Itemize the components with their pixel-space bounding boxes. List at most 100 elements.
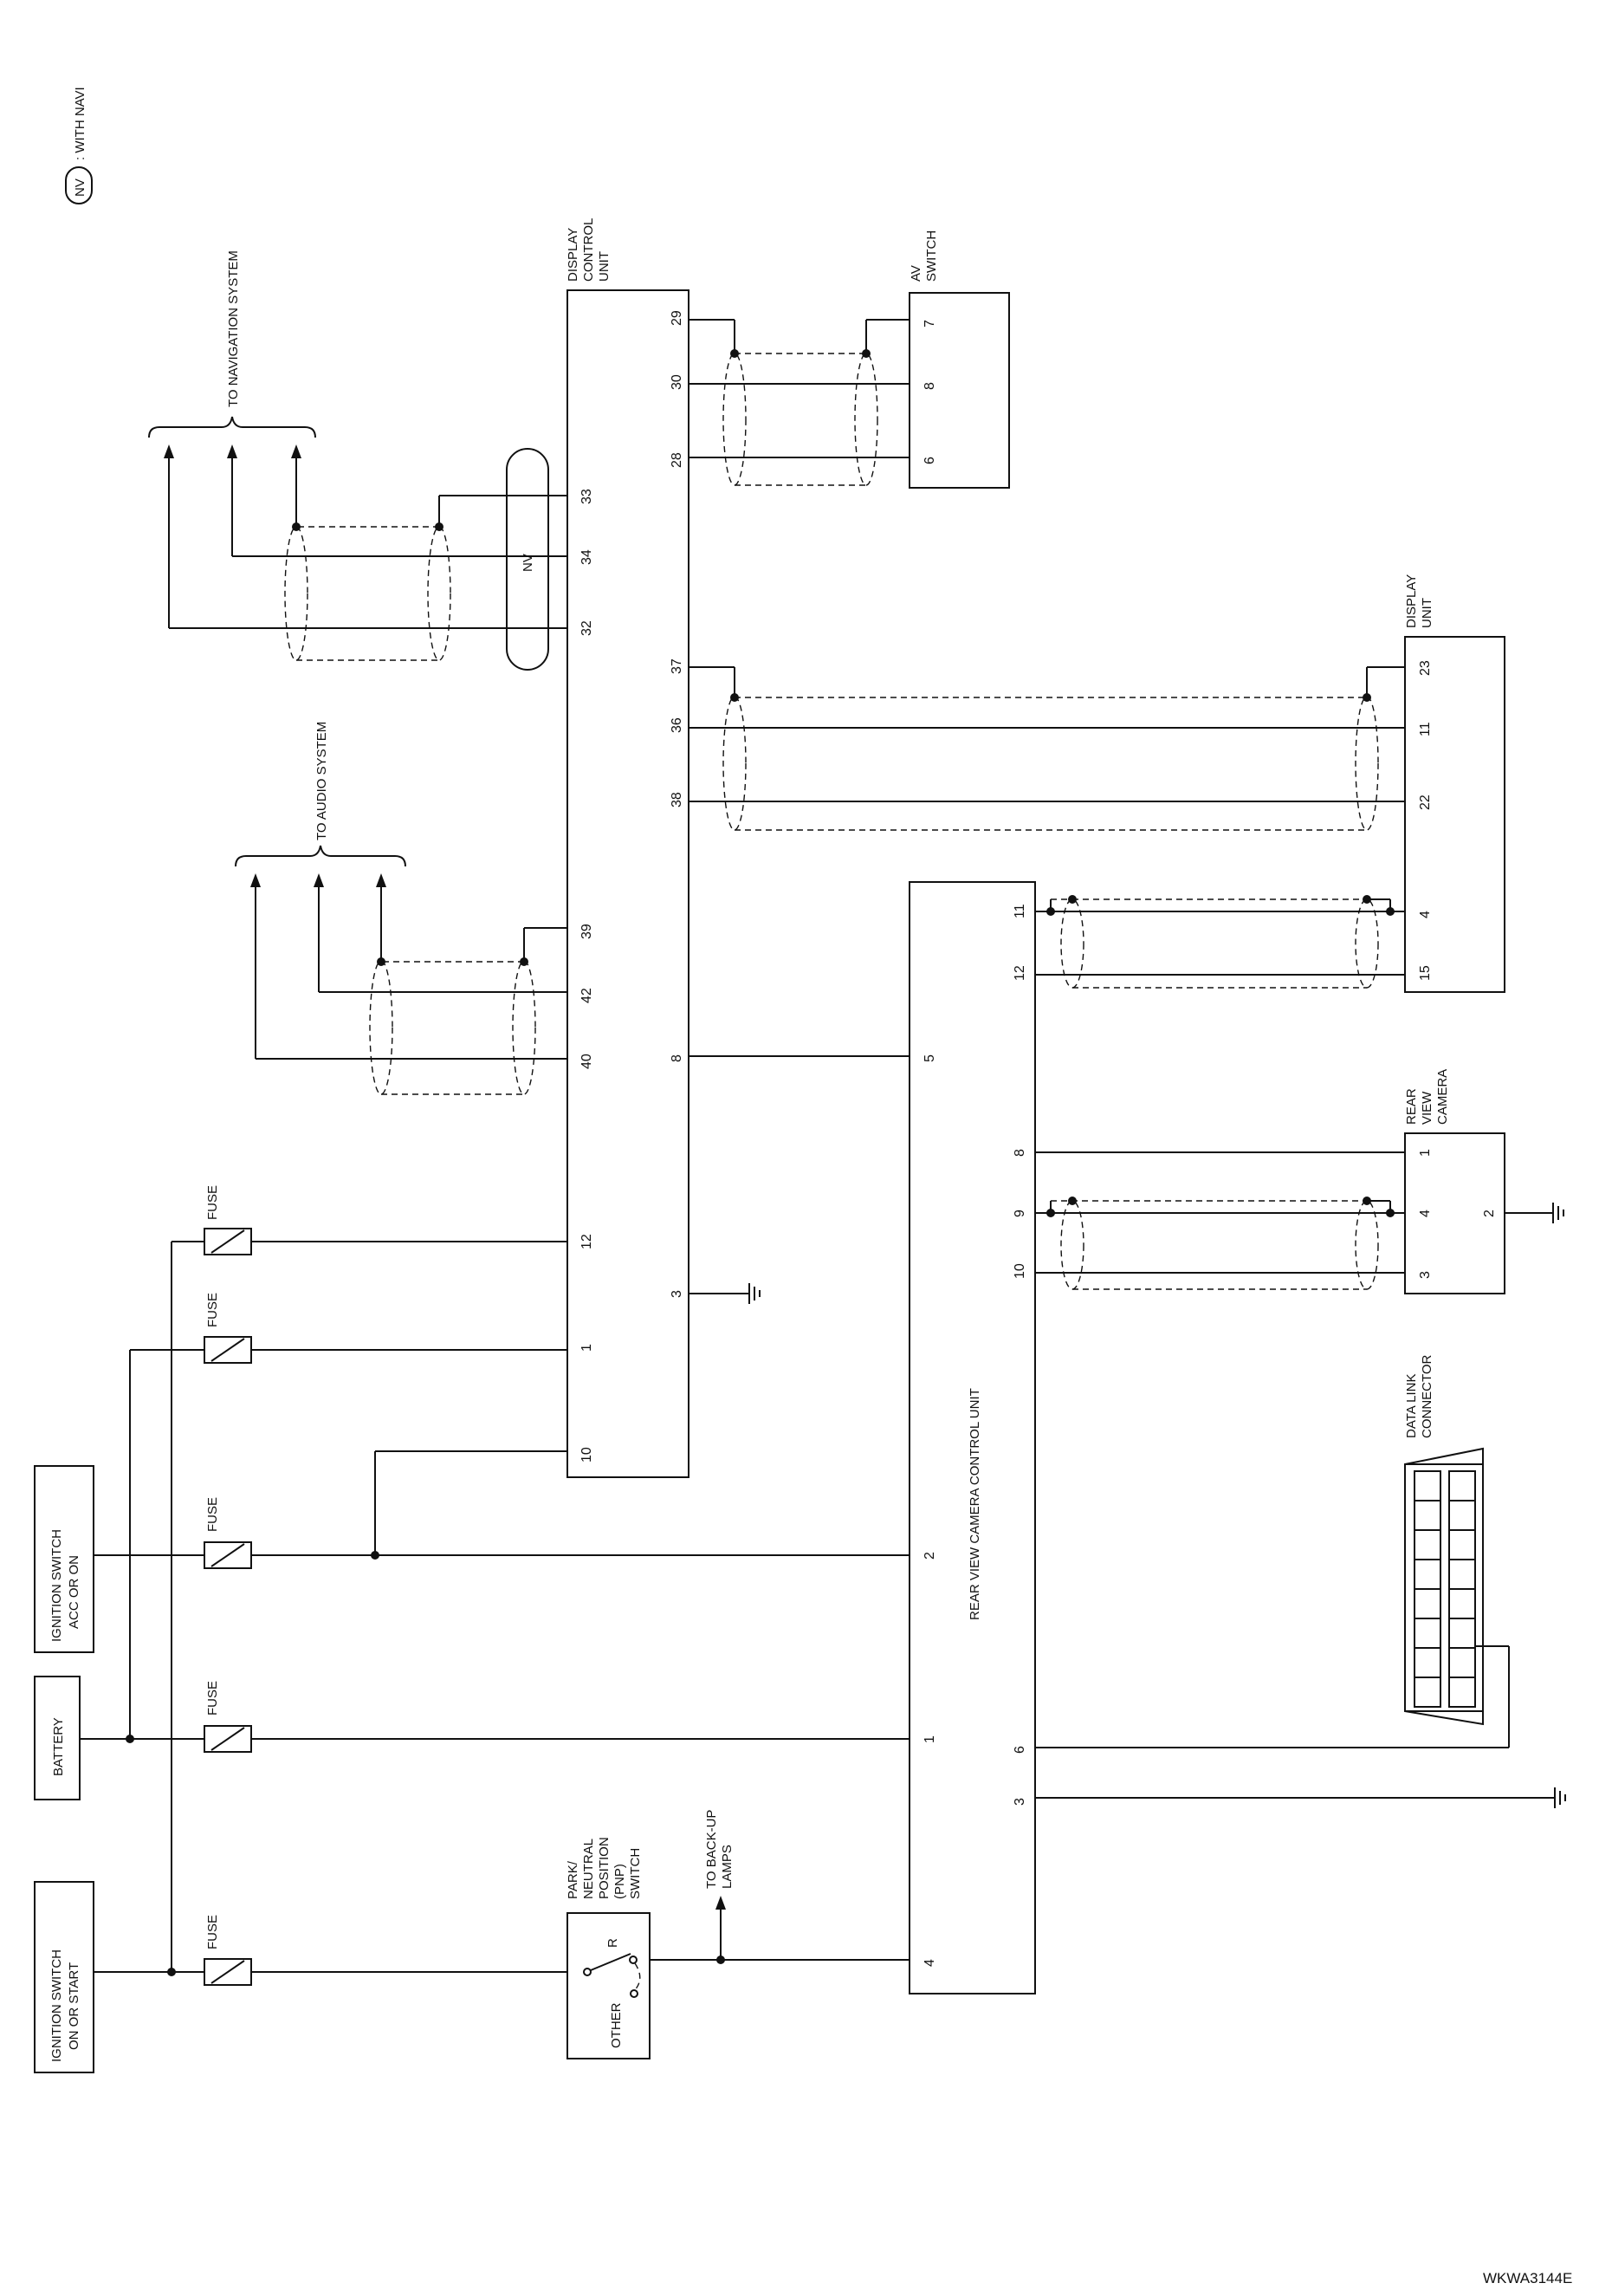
svg-text:FUSE: FUSE [205, 1915, 220, 1949]
fuse-icon: FUSE [204, 1497, 252, 1569]
svg-text:2: 2 [1482, 1210, 1497, 1217]
svg-text:FUSE: FUSE [205, 1681, 220, 1716]
display-unit-wires [689, 666, 1405, 831]
svg-text:15: 15 [1418, 965, 1433, 981]
nv-capsule [506, 448, 549, 671]
svg-text:CONTROL: CONTROL [581, 218, 596, 282]
data-link-connector: DATA LINK CONNECTOR [1035, 1354, 1510, 1748]
svg-text:7: 7 [922, 320, 937, 328]
svg-text:4: 4 [1418, 911, 1433, 918]
fuses: FUSE FUSE FUSE FUSE FUSE [204, 1185, 252, 1986]
svg-text:11: 11 [1013, 904, 1027, 918]
svg-text:SWITCH: SWITCH [628, 1848, 643, 1899]
svg-text:5: 5 [922, 1054, 937, 1062]
navigation-system-lines: NV TO NAVIGATION SYSTEM [148, 250, 567, 671]
fuse-icon: FUSE [204, 1681, 252, 1753]
audio-system-label: TO AUDIO SYSTEM [314, 722, 329, 840]
svg-text:10: 10 [1013, 1263, 1027, 1279]
display-unit: DISPLAY UNIT 15 4 22 11 23 [1404, 574, 1505, 993]
svg-text:3: 3 [670, 1290, 684, 1298]
svg-text:ON OR START: ON OR START [67, 1962, 81, 2050]
svg-text:38: 38 [670, 792, 684, 807]
backup-lamps-line: TO BACK-UP LAMPS [650, 1810, 910, 1964]
svg-text:22: 22 [1418, 795, 1433, 810]
switch-r-label: R [605, 1938, 620, 1948]
svg-text:1: 1 [579, 1344, 594, 1352]
svg-text:LAMPS: LAMPS [720, 1845, 735, 1889]
svg-text:IGNITION SWITCH: IGNITION SWITCH [49, 1949, 64, 2062]
svg-text:(PNP): (PNP) [612, 1864, 627, 1899]
svg-text:11: 11 [1418, 722, 1433, 736]
fuse-icon: FUSE [204, 1185, 252, 1255]
svg-text:2: 2 [922, 1552, 937, 1560]
svg-text:12: 12 [579, 1234, 594, 1249]
svg-text:6: 6 [922, 457, 937, 464]
svg-text:DATA LINK: DATA LINK [1404, 1374, 1419, 1438]
svg-text:29: 29 [670, 310, 684, 326]
rear-view-camera-control-unit: REAR VIEW CAMERA CONTROL UNIT 4 1 2 5 3 … [909, 881, 1036, 1994]
camera-wires [1035, 1151, 1564, 1290]
svg-text:FUSE: FUSE [205, 1185, 220, 1220]
svg-text:FUSE: FUSE [205, 1497, 220, 1532]
legend-text: : WITH NAVI [73, 87, 87, 160]
svg-text:AV: AV [909, 265, 923, 282]
svg-text:REAR: REAR [1404, 1088, 1419, 1125]
svg-text:4: 4 [1418, 1210, 1433, 1217]
rear-view-camera: REAR VIEW CAMERA 3 4 1 2 [1404, 1069, 1505, 1294]
svg-text:BATTERY: BATTERY [51, 1717, 66, 1776]
svg-text:VIEW: VIEW [1420, 1091, 1434, 1125]
svg-text:10: 10 [579, 1447, 594, 1463]
svg-text:4: 4 [922, 1959, 937, 1967]
ignition-switch-on-box: IGNITION SWITCH ON OR START [34, 1881, 94, 2073]
av-switch-wires [689, 319, 910, 486]
svg-text:37: 37 [670, 658, 684, 674]
svg-text:UNIT: UNIT [597, 251, 612, 282]
svg-text:UNIT: UNIT [1420, 598, 1434, 628]
svg-text:NEUTRAL: NEUTRAL [581, 1839, 596, 1899]
svg-text:3: 3 [1013, 1798, 1027, 1806]
svg-text:PARK/: PARK/ [566, 1860, 580, 1899]
svg-text:IGNITION SWITCH: IGNITION SWITCH [49, 1529, 64, 1642]
rvccu-wires [689, 895, 1405, 1057]
navigation-system-label: TO NAVIGATION SYSTEM [226, 250, 241, 407]
rvccu-label: REAR VIEW CAMERA CONTROL UNIT [968, 1388, 982, 1620]
svg-text:34: 34 [579, 549, 594, 565]
svg-text:POSITION: POSITION [597, 1837, 612, 1899]
svg-text:3: 3 [1418, 1271, 1433, 1279]
audio-system-lines: TO AUDIO SYSTEM [235, 722, 567, 1095]
svg-text:39: 39 [579, 924, 594, 939]
figure-code: WKWA3144E [1483, 2270, 1573, 2286]
rvccu-ground [1035, 1787, 1566, 1808]
svg-text:8: 8 [1013, 1149, 1027, 1157]
nv-badge [65, 166, 93, 204]
fuse-icon: FUSE [204, 1915, 252, 1986]
battery-box: BATTERY [34, 1676, 81, 1800]
nv-label: NV [521, 554, 535, 572]
svg-text:6: 6 [1013, 1746, 1027, 1754]
svg-text:1: 1 [1418, 1149, 1433, 1157]
svg-text:DISPLAY: DISPLAY [566, 228, 580, 282]
svg-text:12: 12 [1013, 965, 1027, 981]
svg-text:33: 33 [579, 489, 594, 504]
power-wires [80, 1241, 910, 1976]
svg-text:36: 36 [670, 717, 684, 733]
svg-text:1: 1 [922, 1735, 937, 1743]
svg-text:FUSE: FUSE [205, 1293, 220, 1327]
svg-text:9: 9 [1013, 1210, 1027, 1217]
svg-text:ACC OR ON: ACC OR ON [67, 1555, 81, 1629]
svg-text:8: 8 [922, 382, 937, 390]
pnp-switch: PARK/ NEUTRAL POSITION (PNP) SWITCH OTHE… [566, 1837, 651, 2059]
svg-text:CAMERA: CAMERA [1435, 1069, 1450, 1125]
svg-text:SWITCH: SWITCH [924, 230, 939, 282]
svg-text:8: 8 [670, 1054, 684, 1062]
svg-text:TO BACK-UP: TO BACK-UP [704, 1810, 719, 1889]
display-control-unit: DISPLAY CONTROL UNIT 10 1 12 40 42 39 32… [566, 218, 689, 1478]
dcu-ground [689, 1283, 761, 1304]
svg-text:30: 30 [670, 374, 684, 390]
svg-text:28: 28 [670, 452, 684, 468]
svg-text:CONNECTOR: CONNECTOR [1420, 1354, 1434, 1438]
ignition-switch-acc-box: IGNITION SWITCH ACC OR ON [34, 1465, 94, 1653]
switch-other-label: OTHER [609, 2002, 624, 2048]
legend: NV : WITH NAVI [65, 87, 93, 204]
